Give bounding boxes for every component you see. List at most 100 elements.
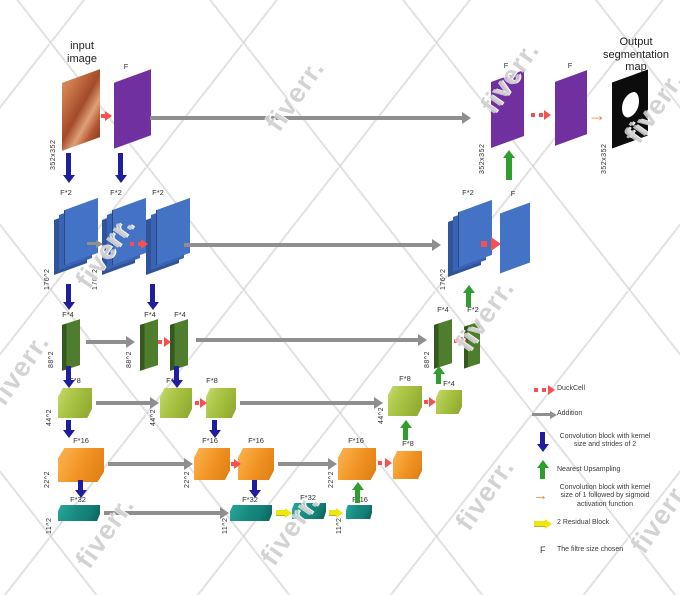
bottleneck-block	[292, 503, 326, 519]
conv-stride-arrow	[252, 480, 257, 490]
sigmoid-conv-arrow: →	[588, 105, 606, 125]
input-image-title: input image	[67, 40, 97, 65]
dim-label: 11^2	[46, 517, 53, 534]
watermark-text: fiverr.	[259, 53, 331, 137]
legend-label: Nearest Upsampling	[557, 466, 621, 473]
conv-stride-arrow-icon	[540, 432, 545, 444]
dim-label: 44^2	[46, 409, 53, 426]
legend-label: Convolution block with kernel size and s…	[559, 433, 651, 449]
conv-block-label: F	[510, 189, 516, 198]
upsampling-arrow	[403, 428, 408, 440]
output-title: Output segmentation map	[602, 36, 670, 74]
conv-stride-arrow	[66, 420, 71, 430]
conv-block-label: F*16	[352, 495, 368, 504]
duckcell-arrow	[101, 114, 105, 118]
encoder-feature-stack	[54, 197, 100, 276]
conv-block-label: F*16	[348, 436, 364, 445]
encoder-block-l5	[58, 448, 104, 482]
addition-arrow	[184, 243, 432, 247]
duckcell-arrow	[195, 401, 200, 405]
bottleneck-block	[58, 505, 100, 521]
decoder-block-l4	[436, 390, 462, 414]
conv-block-label: F*32	[242, 495, 258, 504]
dim-label: 88^2	[48, 351, 55, 368]
conv-sigmoid-arrow-icon: →	[533, 487, 548, 504]
encoder-block-l3	[170, 319, 188, 371]
duckcell-arrow-icon	[534, 388, 548, 392]
encoder-block-l4	[206, 388, 236, 418]
residual-arrow-icon	[534, 521, 545, 526]
conv-stride-arrow	[212, 420, 217, 430]
conv-block-label: F*16	[202, 436, 218, 445]
addition-arrow	[150, 116, 462, 120]
decoder-dim-label: 352x352	[479, 143, 486, 174]
dim-label: 176^2	[440, 268, 447, 290]
conv-block-label: F	[567, 61, 573, 70]
decoder-block-l3	[434, 319, 452, 369]
duckcell-arrow	[231, 462, 234, 466]
addition-arrow	[86, 340, 126, 344]
duckcell-arrow	[130, 242, 141, 246]
encoder-block-l5	[194, 448, 230, 480]
residual-block-arrow	[276, 510, 285, 515]
conv-block-label: F*8	[206, 376, 218, 385]
conv-block-label: F*4	[174, 310, 186, 319]
encoder-block-l4	[160, 388, 192, 418]
dim-label: 176^2	[44, 268, 51, 290]
filter-size-symbol: F	[540, 545, 546, 555]
encoder-block-l3	[140, 319, 158, 371]
duckcell-arrow	[454, 339, 460, 343]
bottleneck-block	[346, 505, 372, 519]
conv-block-label: F*8	[69, 376, 81, 385]
duckcell-arrow	[158, 340, 164, 344]
conv-block-label: F*32	[300, 493, 316, 502]
addition-arrow	[96, 401, 150, 405]
input-dim-label: 352x352	[50, 139, 57, 170]
upsampling-arrow	[466, 293, 471, 307]
encoder-block-l5	[238, 448, 274, 480]
conv-block-label: F*2	[110, 188, 122, 197]
encoder-feature-stack	[146, 197, 192, 276]
conv-block-label: F*8	[399, 374, 411, 383]
upsampling-arrow	[506, 158, 512, 180]
encoder-block-l3	[62, 319, 80, 371]
upsampling-arrow	[436, 374, 441, 384]
conv-block-label: F*2	[152, 188, 164, 197]
conv-block-label: F*2	[462, 188, 474, 197]
conv-block-label: F*8	[402, 439, 414, 448]
addition-arrow	[104, 511, 220, 515]
conv-block-label: F*2	[60, 188, 72, 197]
conv-block-label: F*2	[467, 305, 479, 314]
legend-label: DuckCell	[557, 385, 586, 392]
conv-block-label: F*32	[70, 495, 86, 504]
conv-block-label: F	[123, 62, 129, 71]
legend-label: The filtre size chosen	[557, 546, 624, 553]
encoder-block-l4	[58, 388, 92, 418]
bottleneck-block	[230, 505, 272, 521]
upsampling-arrow	[355, 490, 360, 503]
addition-arrow	[108, 462, 184, 466]
decoder-block-l5	[393, 451, 422, 479]
addition-arrow-icon	[532, 413, 550, 416]
conv-block-label: F*4	[437, 305, 449, 314]
conv-stride-arrow	[66, 153, 71, 175]
addition-arrow	[240, 401, 374, 405]
decoder-conv-block-l1	[491, 69, 524, 149]
addition-arrow	[87, 242, 96, 245]
addition-arrow	[196, 338, 418, 342]
conv-stride-arrow	[66, 284, 71, 302]
legend-label: Addition	[557, 410, 583, 417]
conv-block-label: F	[503, 61, 509, 70]
decoder-conv-block-l1-2	[555, 70, 587, 146]
conv-block-label: F*4	[443, 379, 455, 388]
conv-stride-arrow	[78, 480, 83, 490]
conv-stride-arrow	[174, 366, 179, 380]
conv-block-label: F*16	[248, 436, 264, 445]
duckcell-arrow	[531, 113, 544, 117]
decoder-block-l5	[338, 448, 376, 480]
legend-label: 2 Residual Block	[557, 519, 610, 526]
decoder-block-l4	[388, 386, 422, 416]
watermark-text: fiverr.	[449, 452, 521, 536]
conv-block-label: F*16	[73, 436, 89, 445]
